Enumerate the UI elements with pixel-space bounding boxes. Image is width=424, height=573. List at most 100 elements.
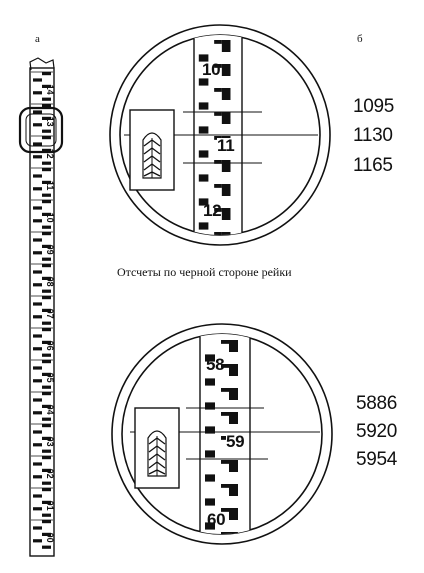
reading-top-lower: 1165 xyxy=(353,155,393,176)
staff-block xyxy=(33,155,42,159)
staff-block xyxy=(33,91,42,95)
staff-image-block xyxy=(221,184,231,196)
staff-handle-inner xyxy=(25,113,57,147)
staff-block xyxy=(33,142,42,146)
staff-image-block xyxy=(221,88,231,100)
staff-block xyxy=(42,545,51,549)
staff-image-dash xyxy=(198,126,209,134)
reading-bottom-upper: 5886 xyxy=(356,393,398,414)
reading-top-middle: 1130 xyxy=(353,125,393,146)
view-top-number-12: 12 xyxy=(203,201,222,220)
staff-block xyxy=(42,385,51,389)
level-bubble-icon xyxy=(147,430,167,477)
staff-block xyxy=(42,520,51,524)
staff-image-dash xyxy=(205,354,215,362)
staff-block xyxy=(42,232,51,236)
staff-block xyxy=(33,270,42,274)
staff-block xyxy=(42,449,51,453)
staff-block xyxy=(42,340,51,344)
staff-handle-clamp xyxy=(18,106,64,154)
staff-block xyxy=(33,187,42,191)
staff-number: 14 xyxy=(45,85,55,95)
panel-a-label: а xyxy=(35,33,40,45)
staff-block xyxy=(33,443,42,447)
staff-image-tooth xyxy=(221,508,229,512)
staff-image-dash xyxy=(205,378,215,386)
staff-image-block xyxy=(229,484,238,496)
staff-image-block xyxy=(229,388,238,400)
staff-block xyxy=(42,136,51,140)
view-bottom-number-60: 60 xyxy=(207,510,226,529)
staff-number: 06 xyxy=(45,341,55,351)
staff-number: 09 xyxy=(45,245,55,255)
staff-block xyxy=(33,283,42,287)
staff-image-tooth xyxy=(221,532,229,534)
staff-outline xyxy=(29,67,55,557)
staff-image-tooth xyxy=(221,460,229,464)
staff-block xyxy=(33,110,42,114)
staff-block xyxy=(42,532,51,536)
staff-graduation xyxy=(31,71,53,549)
staff-image-block xyxy=(229,340,238,352)
staff-block xyxy=(42,488,51,492)
staff-image-dash xyxy=(205,522,215,530)
staff-block xyxy=(42,436,51,440)
staff-block xyxy=(33,206,42,210)
staff-block xyxy=(33,347,42,351)
staff-block xyxy=(42,372,51,376)
staff-block xyxy=(33,366,42,370)
staff-image-dash xyxy=(198,198,209,206)
staff-image-dash xyxy=(198,54,209,62)
staff-block xyxy=(42,468,51,472)
staff-image-dash xyxy=(205,450,215,458)
staff-block xyxy=(42,257,51,261)
staff-block xyxy=(42,97,51,101)
staff-block xyxy=(42,264,51,268)
view-bottom-number-59: 59 xyxy=(226,432,245,451)
staff-number: 01 xyxy=(45,501,55,511)
staff-image-block xyxy=(229,532,238,534)
caption: Отсчеты по черной стороне рейки xyxy=(117,265,292,279)
staff-image-tooth xyxy=(221,364,229,368)
staff-image-tooth xyxy=(221,340,229,344)
staff-number: 11 xyxy=(45,181,55,191)
staff-block xyxy=(42,513,51,517)
view-top-number-10: 10 xyxy=(202,60,221,79)
staff-block xyxy=(33,494,42,498)
staff-image-block xyxy=(221,160,231,172)
staff-image-dash xyxy=(205,402,215,410)
staff-image-dash xyxy=(205,474,215,482)
panel-b-label: б xyxy=(357,33,363,45)
staff-image-dash xyxy=(198,150,209,158)
staff-image-block xyxy=(221,40,231,52)
staff-number: 04 xyxy=(45,405,55,415)
staff-image-block xyxy=(221,64,231,76)
staff-block xyxy=(42,161,51,165)
staff-number: 12 xyxy=(45,149,55,159)
staff-image-tooth xyxy=(221,436,229,440)
staff-number: 13 xyxy=(45,117,55,127)
staff-block xyxy=(42,328,51,332)
staff-block xyxy=(42,244,51,248)
staff-block xyxy=(42,289,51,293)
staff-block xyxy=(33,219,42,223)
staff-block xyxy=(42,321,51,325)
staff-block xyxy=(33,78,42,82)
view-outer-ring xyxy=(109,24,331,246)
view-top-number-11: 11 xyxy=(217,136,235,155)
staff-block xyxy=(33,302,42,306)
staff-image-dash xyxy=(198,102,209,110)
view-outer-ring xyxy=(111,323,333,545)
staff-block xyxy=(42,84,51,88)
staff-image-block xyxy=(221,112,231,124)
staff-image-tooth xyxy=(221,484,229,488)
staff-image-tooth xyxy=(214,208,222,212)
staff-block xyxy=(42,276,51,280)
staff-block xyxy=(42,168,51,172)
staff-block xyxy=(42,392,51,396)
staff-image-tooth xyxy=(214,232,222,235)
staff-image-dash xyxy=(205,498,215,506)
staff-block xyxy=(42,193,51,197)
staff-image-dash xyxy=(205,426,215,434)
staff-image-block xyxy=(229,508,238,520)
